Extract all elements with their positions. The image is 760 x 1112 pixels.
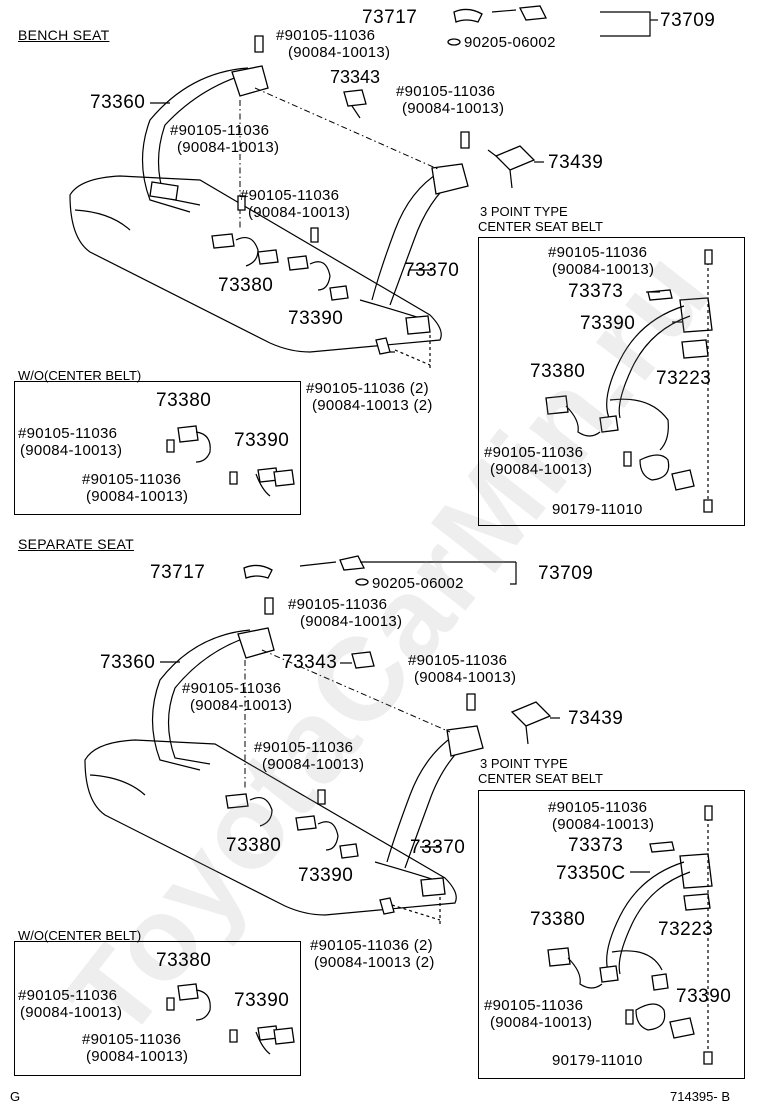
part-73373-label: 73373 xyxy=(568,281,624,302)
part-73380-label: 73380 xyxy=(218,275,274,296)
bench-center-belt-box xyxy=(478,237,745,526)
bolt-sub-label: (90084-10013) xyxy=(490,461,593,478)
part-73370-label: 73370 xyxy=(410,837,466,858)
part-90205-label: 90205-06002 xyxy=(464,34,556,51)
part-73370-label: 73370 xyxy=(404,260,460,281)
bolt-sub-label: (90084-10013) xyxy=(288,44,391,61)
wo-center-belt-heading: W/O(CENTER BELT) xyxy=(18,368,142,383)
bolt-label: #90105-11036 xyxy=(254,739,354,756)
bolt-sub-label: (90084-10013) xyxy=(177,139,280,156)
part-73380-label: 73380 xyxy=(226,835,282,856)
part-73439-label: 73439 xyxy=(548,152,604,173)
part-73360-label: 73360 xyxy=(90,92,146,113)
bolt-label: #90105-11036 xyxy=(82,471,182,488)
bolt-sub-label: (90084-10013) xyxy=(552,816,655,833)
bench-seat-heading: BENCH SEAT xyxy=(18,27,110,43)
bolt-label: #90105-11036 xyxy=(18,987,118,1004)
part-73390-label: 73390 xyxy=(234,430,290,451)
bolt-sub-label: (90084-10013) xyxy=(86,1048,189,1065)
bolt-label: #90105-11036 (2) xyxy=(310,937,433,954)
bolt-sub-label: (90084-10013) xyxy=(190,697,293,714)
bench-seat-drawing xyxy=(69,5,658,370)
part-73390-label: 73390 xyxy=(580,313,636,334)
part-73380-label: 73380 xyxy=(156,950,212,971)
separate-seat-heading: SEPARATE SEAT xyxy=(18,536,134,552)
bolt-label: #90105-11036 xyxy=(484,444,584,461)
part-73380-label: 73380 xyxy=(530,909,586,930)
part-90205-label: 90205-06002 xyxy=(372,575,464,592)
part-73343-label: 73343 xyxy=(330,67,381,87)
bolt-sub-label: (90084-10013) xyxy=(248,204,351,221)
bolt-sub-label: (90084-10013) xyxy=(262,756,365,773)
bench-wo-center-drawing xyxy=(166,425,295,497)
separate-seat-drawing xyxy=(84,555,552,925)
part-73223-label: 73223 xyxy=(658,919,714,940)
bolt-sub-label: (90084-10013) xyxy=(552,261,655,278)
part-73360-label: 73360 xyxy=(100,652,156,673)
bolt-label: #90105-11036 xyxy=(288,596,388,613)
part-73350c-label: 73350C xyxy=(556,863,626,884)
separate-center-belt-box xyxy=(478,790,745,1079)
bolt-label: #90105-11036 xyxy=(548,799,648,816)
bolt-label: #90105-11036 xyxy=(484,997,584,1014)
part-73390-label: 73390 xyxy=(298,865,354,886)
part-73709-label: 73709 xyxy=(660,10,716,31)
bolt-sub-label: (90084-10013) xyxy=(414,669,517,686)
part-73343-label: 73343 xyxy=(282,652,338,673)
center-belt-heading: 3 POINT TYPE xyxy=(480,204,568,219)
part-73439-label: 73439 xyxy=(568,708,624,729)
bolt-label: #90105-11036 xyxy=(170,122,270,139)
bolt-label: #90105-11036 (2) xyxy=(306,380,429,397)
part-73390-label: 73390 xyxy=(288,308,344,329)
part-73380-label: 73380 xyxy=(156,390,212,411)
bolt-label: #90105-11036 xyxy=(82,1031,182,1048)
bolt-sub-label: (90084-10013) xyxy=(86,488,189,505)
separate-wo-center-drawing xyxy=(166,983,295,1055)
illustration-number: 714395- B xyxy=(670,1089,730,1104)
bolt-sub-label: (90084-10013) xyxy=(20,1004,123,1021)
footer-left-code: G xyxy=(10,1089,21,1104)
bolt-label: #90105-11036 xyxy=(276,27,376,44)
center-belt-heading: CENTER SEAT BELT xyxy=(478,219,603,234)
part-73373-label: 73373 xyxy=(568,835,624,856)
part-73223-label: 73223 xyxy=(656,368,712,389)
bolt-label: #90105-11036 xyxy=(240,187,340,204)
separate-wo-center-box xyxy=(14,941,301,1076)
part-73717-label: 73717 xyxy=(150,562,206,583)
bolt-sub-label: (90084-10013) xyxy=(20,442,123,459)
center-belt-heading: CENTER SEAT BELT xyxy=(478,771,603,786)
bolt-sub-label: (90084-10013 (2) xyxy=(312,397,433,414)
bolt-label: #90105-11036 xyxy=(548,244,648,261)
bench-wo-center-box xyxy=(14,381,301,515)
bolt-label: #90105-11036 xyxy=(18,425,118,442)
part-73380-label: 73380 xyxy=(530,361,586,382)
bolt-sub-label: (90084-10013) xyxy=(490,1014,593,1031)
part-73390-label: 73390 xyxy=(676,986,732,1007)
part-73390-label: 73390 xyxy=(234,990,290,1011)
bolt-sub-label: (90084-10013) xyxy=(402,100,505,117)
bench-center-belt-drawing xyxy=(545,249,713,513)
leader-lines xyxy=(150,102,682,873)
separate-center-belt-drawing xyxy=(547,805,713,1065)
part-73709-label: 73709 xyxy=(538,563,594,584)
bolt-sub-label: (90084-10013) xyxy=(300,613,403,630)
bolt-label: #90105-11036 xyxy=(396,83,496,100)
center-belt-heading: 3 POINT TYPE xyxy=(480,756,568,771)
part-90179-label: 90179-11010 xyxy=(552,1052,643,1069)
part-90179-label: 90179-11010 xyxy=(552,501,643,518)
part-73717-label: 73717 xyxy=(362,7,418,28)
bolt-label: #90105-11036 xyxy=(408,652,508,669)
bolt-label: #90105-11036 xyxy=(182,680,282,697)
bolt-sub-label: (90084-10013 (2) xyxy=(314,954,435,971)
wo-center-belt-heading: W/O(CENTER BELT) xyxy=(18,928,142,943)
